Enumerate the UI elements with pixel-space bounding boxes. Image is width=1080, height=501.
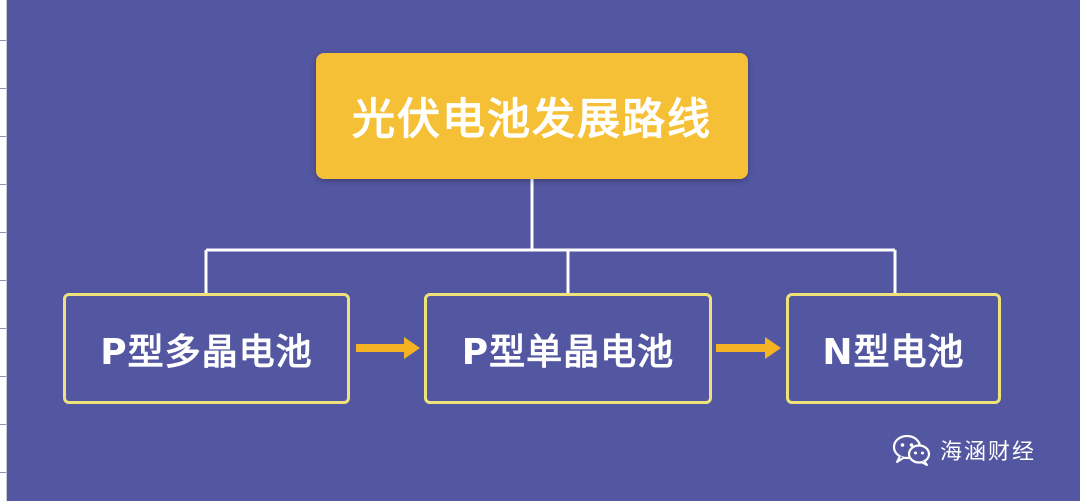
wechat-icon (892, 434, 932, 466)
arrow-right-icon (356, 337, 420, 359)
edge-tick (0, 136, 6, 137)
node-label: N型电池 (822, 331, 965, 373)
edge-tick (0, 328, 6, 329)
arrow-right-icon (716, 337, 781, 359)
node-p-multicrystalline: P型多晶电池 (63, 293, 350, 404)
edge-tick (0, 40, 6, 41)
edge-tick (0, 232, 6, 233)
diagram-title: 光伏电池发展路线 (352, 95, 712, 145)
node-p-monocrystalline: P型单晶电池 (424, 293, 712, 404)
edge-tick (0, 88, 6, 89)
left-edge-strip (0, 0, 7, 501)
edge-tick (0, 280, 6, 281)
node-label: P型多晶电池 (100, 331, 313, 373)
node-n-type: N型电池 (786, 293, 1001, 404)
watermark: 海涵财经 (892, 434, 1036, 466)
edge-tick (0, 376, 6, 377)
node-label: P型单晶电池 (461, 331, 675, 373)
edge-tick (0, 424, 6, 425)
watermark-text: 海涵财经 (940, 440, 1037, 465)
title-box: 光伏电池发展路线 (316, 53, 748, 179)
edge-tick (0, 472, 6, 473)
edge-tick (0, 184, 6, 185)
